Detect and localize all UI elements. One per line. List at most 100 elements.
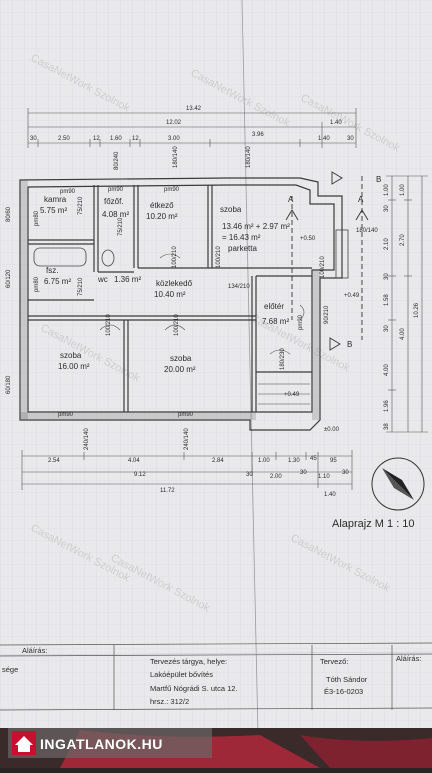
dim-segment: 3.00 bbox=[168, 136, 180, 142]
room-area-etkezo: 10.20 m² bbox=[146, 212, 178, 221]
section-a-label: A bbox=[358, 195, 364, 204]
dim-bottom-row2: 30 bbox=[246, 472, 253, 478]
building-walls bbox=[19, 177, 343, 431]
door-label: pm80 bbox=[34, 276, 40, 292]
dim-right-outer: 2.70 bbox=[400, 234, 406, 246]
tb-signature-right: Aláírás: bbox=[396, 654, 421, 663]
room-name-fozo: főzőf. bbox=[104, 197, 124, 206]
dim-bottom-overall: 11.72 bbox=[160, 488, 175, 494]
dim-right-inner: 4.00 bbox=[384, 364, 390, 376]
room-name-fsz: fsz. bbox=[46, 266, 58, 275]
door-label: 100/210 bbox=[172, 246, 178, 268]
room-name-wc: wc bbox=[97, 275, 108, 284]
door-label: 75/210 bbox=[118, 217, 124, 236]
tb-subject-label: Tervezés tárgya, helye: bbox=[150, 657, 227, 666]
door-label: 75/210 bbox=[78, 277, 84, 296]
tb-licence: É3-16-0203 bbox=[324, 687, 363, 696]
dim-segment: 1.60 bbox=[110, 136, 122, 142]
room-area-szoba-main: 13.46 m² + 2.97 m² bbox=[222, 222, 290, 231]
dim-bottom-row1: 2.84 bbox=[212, 458, 224, 464]
bathtub-icon bbox=[33, 247, 87, 267]
dim-right-outer: 1.00 bbox=[400, 184, 406, 196]
room-area-fozo: 4.08 m² bbox=[102, 210, 129, 219]
bottom-dimensions bbox=[21, 450, 353, 490]
dim-segment: 3.96 bbox=[252, 132, 264, 138]
section-a-label: A bbox=[288, 195, 294, 204]
dim-overall-top: 13.42 bbox=[186, 106, 202, 112]
room-name-eloter: előtér bbox=[264, 302, 284, 311]
dim-bottom-row2: 30 bbox=[342, 470, 349, 476]
opening-label: 240/140 bbox=[184, 428, 190, 450]
dim-bottom-row2: 1.10 bbox=[318, 474, 330, 480]
door-label: pm90 bbox=[108, 187, 124, 193]
tb-plot: hrsz.: 312/2 bbox=[150, 697, 189, 706]
door-label: 100/210 bbox=[216, 246, 222, 268]
section-b-label: B bbox=[376, 175, 381, 184]
dim-bottom-row1: 1.30 bbox=[288, 458, 300, 464]
top-dimensions bbox=[27, 108, 357, 148]
opening-label: 60/180 bbox=[6, 375, 12, 394]
dim-right-inner: 30 bbox=[384, 273, 390, 280]
room-name-szoba-main: szoba bbox=[220, 205, 242, 214]
dim-bottom-row2: 2.00 bbox=[270, 474, 282, 480]
room-area-wc: 1.36 m² bbox=[114, 275, 141, 284]
room-area-fsz: 6.75 m² bbox=[44, 277, 71, 286]
opening-label: 180/140 bbox=[173, 146, 179, 168]
plan-title: Alaprajz M 1 : 10 bbox=[332, 518, 415, 530]
dim-bottom-row1: 2.54 bbox=[48, 458, 60, 464]
dim-bottom-row1: 4.04 bbox=[128, 458, 140, 464]
room-area-kamra: 5.75 m² bbox=[40, 206, 67, 215]
dim-right-inner: 1.58 bbox=[384, 294, 390, 306]
tb-left-fragment: sége bbox=[2, 665, 18, 674]
dim-bottom-right-offset: 1.40 bbox=[324, 492, 336, 498]
opening-label: 80/240 bbox=[114, 151, 120, 170]
door-label: 100/210 bbox=[174, 314, 180, 336]
dim-right-overall: 10.26 bbox=[414, 302, 420, 318]
room-name-szoba-left: szoba bbox=[60, 351, 82, 360]
room-total-szoba-main: = 16.43 m² bbox=[222, 233, 261, 242]
dim-right-outer: 4.00 bbox=[400, 328, 406, 340]
tb-signature-left: Aláírás: bbox=[22, 646, 47, 655]
title-block-frame bbox=[0, 642, 432, 711]
dim-right-inner: 2.10 bbox=[384, 238, 390, 250]
door-label: 180/230 bbox=[280, 348, 286, 370]
opening-label: 180/140 bbox=[246, 146, 252, 168]
dim-segment: 12 bbox=[93, 136, 100, 142]
tb-subject: Lakóépület bővítés bbox=[150, 670, 213, 679]
level-label: +0.49 bbox=[284, 392, 300, 398]
toilet-icon bbox=[101, 249, 115, 267]
dim-right-inner: 1.96 bbox=[384, 400, 390, 412]
door-label: pm90 bbox=[164, 187, 180, 193]
door-label: 100/210 bbox=[106, 314, 112, 336]
dim-right-inner: 1.00 bbox=[384, 184, 390, 196]
door-label: pm90 bbox=[58, 412, 74, 418]
north-arrow-icon bbox=[371, 457, 425, 511]
dim-segment: 2.50 bbox=[58, 136, 70, 142]
door-label: 100/210 bbox=[320, 256, 326, 278]
door-label: 90/210 bbox=[324, 305, 330, 324]
door-label: pm90 bbox=[298, 314, 304, 330]
paper-fold bbox=[241, 0, 259, 736]
dim-bottom-row1: 45 bbox=[310, 456, 317, 462]
ingatlanok-logo: INGATLANOK.HU bbox=[8, 728, 212, 758]
dim-right-inner: 30 bbox=[384, 325, 390, 332]
room-area-szoba-mid: 20.00 m² bbox=[164, 365, 196, 374]
dim-bottom-row2: 30 bbox=[300, 470, 307, 476]
dim-bottom-row1: 95 bbox=[330, 458, 337, 464]
dim-segment: 30 bbox=[30, 136, 37, 142]
room-name-kamra: kamra bbox=[44, 195, 67, 204]
level-label: +0.49 bbox=[344, 293, 360, 299]
dim-bottom-row1: 1.00 bbox=[258, 458, 270, 464]
section-markers bbox=[285, 171, 369, 351]
dim-segment: 30 bbox=[347, 136, 354, 142]
entrance-steps-icon bbox=[258, 383, 310, 405]
logo-text: INGATLANOK.HU bbox=[40, 736, 163, 752]
door-label: pm80 bbox=[34, 210, 40, 226]
dim-segment: 1.40 bbox=[318, 136, 330, 142]
opening-label: 80/60 bbox=[6, 206, 12, 222]
tb-designer-label: Tervező: bbox=[320, 657, 348, 666]
dim-right-offset-top: 1.40 bbox=[330, 120, 342, 126]
opening-label: 60/120 bbox=[6, 269, 12, 288]
